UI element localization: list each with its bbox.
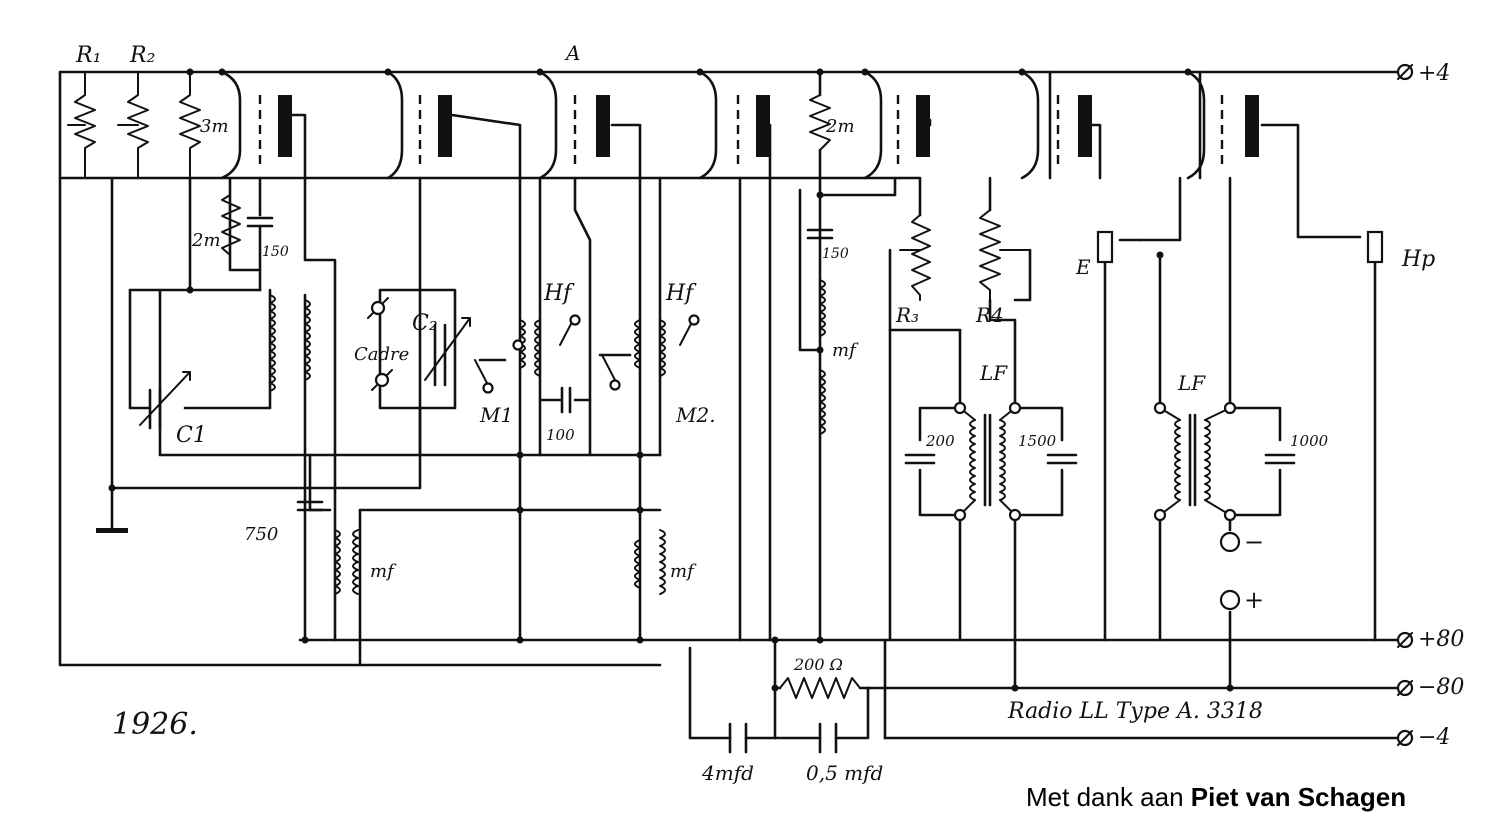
label-100: 100: [546, 426, 575, 444]
label-2m-grid: 2m: [191, 230, 221, 251]
label-05mfd: 0,5 mfd: [806, 761, 883, 785]
label-minus80: −80: [1418, 675, 1464, 700]
label-plus80: +80: [1418, 627, 1464, 652]
label-hf-2: Hf: [665, 281, 697, 306]
resistors: [67, 71, 1031, 699]
label-mf-3: mf: [832, 340, 859, 361]
label-radio-type: Radio LL Type A. 3318: [1007, 699, 1263, 724]
label-c2: C₂: [412, 311, 438, 336]
label-a: A: [564, 41, 580, 65]
credit-line: Met dank aan Piet van Schagen: [1026, 782, 1406, 813]
tube-5: [863, 70, 930, 180]
label-m2: M2.: [675, 403, 716, 427]
label-4mfd: 4mfd: [701, 761, 754, 785]
label-mf-1: mf: [370, 561, 397, 582]
label-200-ohm: 200 Ω: [793, 655, 843, 674]
tube-7: [1186, 70, 1259, 180]
label-r4: R4: [975, 303, 1004, 327]
label-minus: −: [1244, 528, 1264, 556]
label-150-plate: 150: [822, 246, 849, 262]
tubes: [220, 70, 1259, 180]
label-1500: 1500: [1018, 432, 1057, 450]
label-hf-1: Hf: [543, 281, 575, 306]
label-r1: R₁: [75, 43, 101, 68]
switches: [474, 321, 693, 386]
label-minus4: −4: [1418, 725, 1450, 750]
credit-name: Piet van Schagen: [1190, 782, 1407, 812]
label-plus: +: [1244, 586, 1264, 614]
label-lf-2: LF: [1177, 371, 1206, 395]
junctions: [108, 68, 1234, 692]
label-mf-2: mf: [670, 561, 697, 582]
label-hp: Hp: [1401, 247, 1435, 272]
label-3m: 3m: [200, 116, 229, 137]
label-750: 750: [244, 524, 278, 545]
credit-prefix: Met dank aan: [1026, 782, 1191, 812]
label-cadre: Cadre: [354, 344, 409, 365]
tube-2: [386, 70, 452, 180]
wiring: [58, 70, 1402, 740]
label-r3: R₃: [895, 303, 919, 327]
tube-6: [1020, 70, 1092, 180]
tube-4: [698, 70, 770, 180]
label-c1: C1: [176, 423, 207, 448]
label-200: 200: [925, 432, 955, 450]
label-r2: R₂: [129, 43, 155, 68]
label-plus4: +4: [1418, 61, 1450, 86]
coils: [269, 279, 1231, 595]
label-e: E: [1075, 255, 1091, 279]
labels: R₁ R₂ A +4 3m 2m 150 2m 150 C1 C₂ Cadre …: [75, 41, 1464, 785]
tube-3: [538, 70, 610, 180]
label-lf-1: LF: [979, 361, 1008, 385]
terminals: [96, 63, 1414, 747]
label-m1: M1: [479, 403, 513, 427]
label-2m-plate: 2m: [825, 116, 855, 137]
capacitors: [139, 216, 1296, 754]
label-1000: 1000: [1290, 432, 1329, 450]
label-year: 1926.: [112, 707, 198, 742]
label-150-grid: 150: [262, 244, 289, 260]
tube-1: [220, 70, 292, 180]
